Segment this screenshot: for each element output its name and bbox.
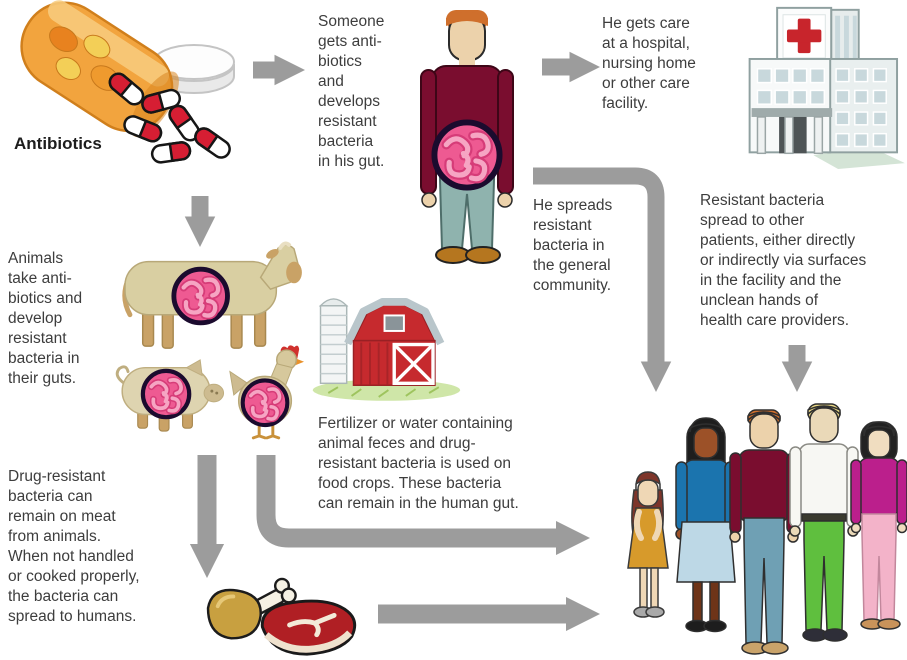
- person-icon: [420, 10, 514, 264]
- man-polo-figure: [789, 403, 859, 642]
- gut-bacteria-icon: [143, 371, 189, 417]
- red-cross-icon: [786, 18, 822, 54]
- gut-bacteria-icon: [243, 380, 288, 425]
- text-hospital-step: He gets care at a hospital, nursing home…: [602, 15, 696, 112]
- gut-bacteria-icon: [434, 122, 499, 187]
- hospital-icon: [748, 6, 905, 170]
- girl-figure: [627, 471, 669, 618]
- pill-bottle-icon: [20, 0, 235, 164]
- gut-bacteria-icon: [174, 269, 228, 323]
- pig-icon: [115, 359, 225, 432]
- text-community-step: He spreads resistant bacteria in the gen…: [533, 197, 613, 294]
- steak-icon: [260, 599, 357, 656]
- text-crops-step: Fertilizer or water containing animal fe…: [318, 415, 519, 512]
- silo-icon: [318, 298, 349, 385]
- arrow-crops-to-people: [256, 455, 591, 556]
- chicken-icon: [229, 345, 305, 440]
- text-meat-step: Drug-resistant bacteria can remain on me…: [8, 468, 140, 625]
- text-patients-step: Resistant bacteria spread to other patie…: [700, 192, 867, 329]
- man-maroon-figure: [729, 409, 799, 655]
- cow-icon: [122, 241, 302, 349]
- text-animals-step: Animals take anti- biotics and develop r…: [8, 250, 83, 387]
- capsule-icon: [108, 72, 231, 164]
- text-person-step: Someone gets anti- biotics and develops …: [318, 13, 385, 170]
- people-group-icon: [627, 403, 907, 655]
- drumstick-icon: [206, 577, 297, 640]
- barn-icon: [312, 297, 461, 401]
- woman-blue-figure: [675, 417, 737, 633]
- antibiotics-label: Antibiotics: [14, 134, 102, 153]
- arrow-person-to-community: [533, 167, 672, 393]
- woman-pink-figure: [850, 421, 907, 630]
